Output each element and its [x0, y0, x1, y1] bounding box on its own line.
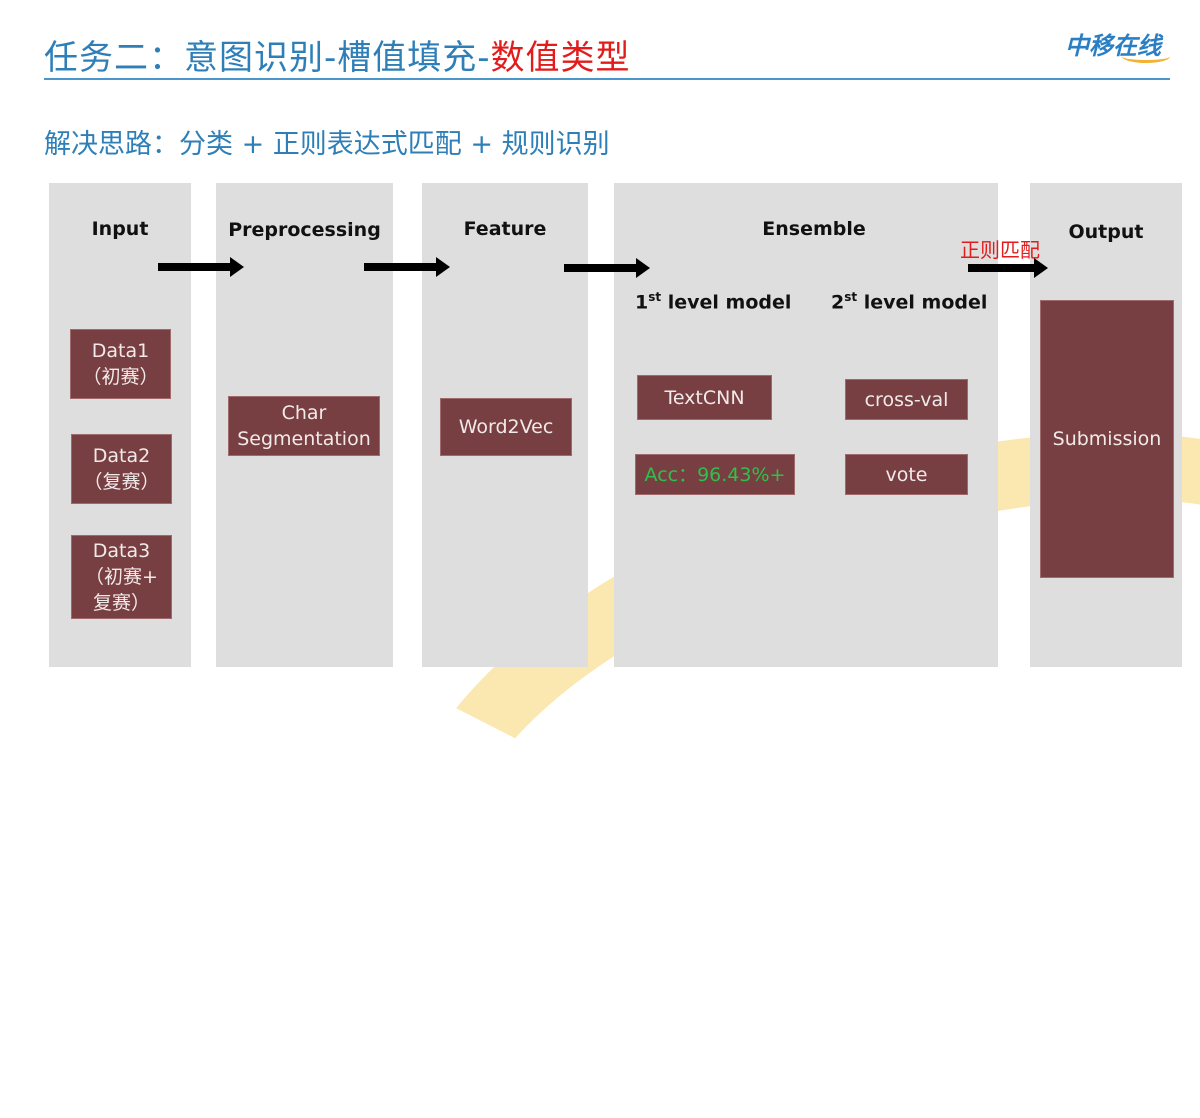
title-divider	[44, 78, 1170, 80]
data2-box: Data2 （复赛）	[71, 434, 172, 504]
arrow-preprocessing-to-feature	[364, 257, 450, 277]
accuracy-box: Acc：96.43%+	[635, 454, 795, 495]
cross-val-box: cross-val	[845, 379, 968, 420]
data3-box: Data3 （初赛+ 复赛）	[71, 535, 172, 619]
level2-model-label: 2st level model	[831, 290, 988, 314]
vote-box: vote	[845, 454, 968, 495]
regex-match-label: 正则匹配	[960, 238, 1040, 262]
logo-swoosh	[1122, 50, 1170, 63]
textcnn-box: TextCNN	[637, 375, 772, 420]
title-highlight: 数值类型	[490, 38, 631, 78]
submission-box: Submission	[1040, 300, 1174, 578]
input-heading: Input	[91, 218, 149, 240]
arrow-feature-to-ensemble	[564, 258, 650, 278]
level1-model-label: 1st level model	[635, 290, 792, 314]
preprocessing-heading: Preprocessing	[228, 219, 381, 241]
data1-box: Data1 （初赛）	[70, 329, 171, 399]
arrow-input-to-preprocessing	[158, 257, 244, 277]
slide-subtitle: 解决思路：分类 + 正则表达式匹配 + 规则识别	[44, 129, 610, 160]
arrow-ensemble-to-output	[968, 258, 1048, 278]
ensemble-heading: Ensemble	[762, 218, 866, 240]
ensemble-panel	[614, 183, 998, 667]
output-heading: Output	[1068, 221, 1144, 243]
word2vec-box: Word2Vec	[440, 398, 572, 456]
feature-heading: Feature	[463, 218, 547, 240]
slide-title: 任务二：意图识别-槽值填充-数值类型	[44, 38, 631, 78]
char-segmentation-box: Char Segmentation	[228, 396, 380, 456]
